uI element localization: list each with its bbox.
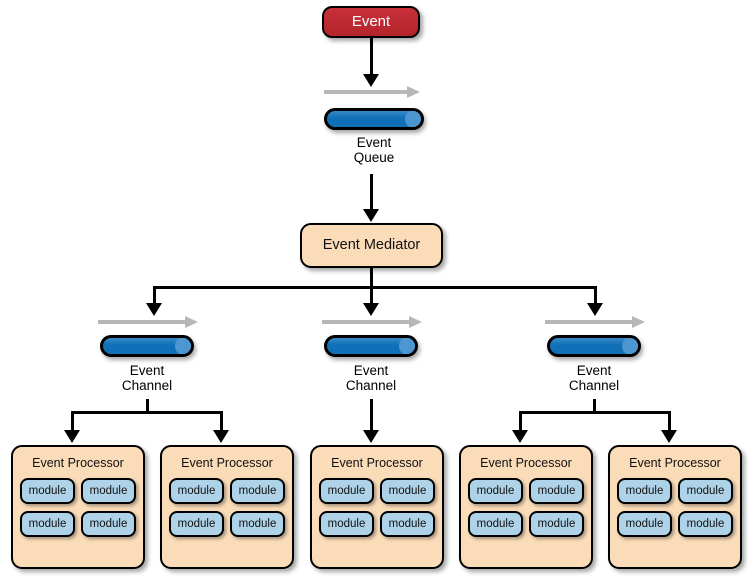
connector-event-to-queue (370, 38, 373, 76)
event-processor-3: Event Processor module module module mod… (310, 445, 444, 569)
module: module (617, 478, 672, 504)
module: module (319, 511, 374, 537)
connector-channel-3-stem (593, 399, 596, 413)
mediator-distribution-bus (153, 286, 597, 289)
module: module (380, 511, 435, 537)
module: module (319, 478, 374, 504)
event-mediator-node: Event Mediator (300, 223, 443, 268)
event-channel-1-cylinder-icon (100, 335, 194, 357)
event-processor-1-title: Event Processor (32, 456, 124, 470)
module: module (529, 478, 584, 504)
connector-channel-1-bus (71, 411, 223, 414)
bus-drop-channel-1 (153, 286, 156, 305)
connector-channel-1-to-processor-1 (71, 411, 74, 432)
module: module (617, 511, 672, 537)
module: module (169, 511, 224, 537)
bus-drop-channel-2 (370, 286, 373, 305)
event-processor-3-title: Event Processor (331, 456, 423, 470)
connector-channel-3-bus (519, 411, 671, 414)
arrowhead-queue-to-mediator (363, 209, 379, 222)
module: module (20, 511, 75, 537)
arrowhead-bus-to-channel-3 (587, 303, 603, 316)
connector-queue-to-mediator (370, 174, 373, 211)
connector-channel-1-to-processor-2 (220, 411, 223, 432)
bus-drop-channel-3 (594, 286, 597, 305)
event-node: Event (322, 6, 420, 38)
module: module (678, 511, 733, 537)
event-channel-2-label: Event Channel (345, 363, 397, 394)
event-processor-5-modules: module module module module (610, 478, 740, 545)
event-processor-2: Event Processor module module module mod… (160, 445, 294, 569)
event-processor-5: Event Processor module module module mod… (608, 445, 742, 569)
module: module (678, 478, 733, 504)
connector-channel-3-to-processor-5 (668, 411, 671, 432)
arrowhead-channel-1-to-processor-1 (64, 430, 80, 443)
module: module (230, 478, 285, 504)
event-processor-5-title: Event Processor (629, 456, 721, 470)
queue-flow-arrow-icon (324, 86, 420, 98)
event-queue-label: Event Queue (353, 135, 395, 166)
connector-channel-3-to-processor-4 (519, 411, 522, 432)
event-processor-2-title: Event Processor (181, 456, 273, 470)
connector-channel-2-to-processor-3 (370, 399, 373, 432)
arrowhead-bus-to-channel-2 (363, 303, 379, 316)
module: module (169, 478, 224, 504)
event-processor-4: Event Processor module module module mod… (459, 445, 593, 569)
channel-3-flow-arrow-icon (545, 316, 645, 328)
module: module (81, 478, 136, 504)
event-processor-1-modules: module module module module (13, 478, 143, 545)
event-node-label: Event (351, 13, 391, 31)
module: module (230, 511, 285, 537)
module: module (20, 478, 75, 504)
event-processor-4-title: Event Processor (480, 456, 572, 470)
module: module (468, 478, 523, 504)
arrowhead-channel-3-to-processor-5 (661, 430, 677, 443)
event-channel-3-label: Event Channel (568, 363, 620, 394)
channel-1-flow-arrow-icon (98, 316, 198, 328)
module: module (529, 511, 584, 537)
event-channel-3-cylinder-icon (547, 335, 641, 357)
event-channel-2-cylinder-icon (324, 335, 418, 357)
channel-2-flow-arrow-icon (322, 316, 422, 328)
arrowhead-channel-1-to-processor-2 (213, 430, 229, 443)
connector-mediator-to-bus (370, 268, 373, 288)
arrowhead-event-to-queue (363, 74, 379, 87)
arrowhead-bus-to-channel-1 (146, 303, 162, 316)
module: module (380, 478, 435, 504)
connector-channel-1-stem (146, 399, 149, 413)
event-mediator-label: Event Mediator (322, 236, 421, 253)
arrowhead-channel-2-to-processor-3 (363, 430, 379, 443)
event-processor-4-modules: module module module module (461, 478, 591, 545)
event-processor-2-modules: module module module module (162, 478, 292, 545)
event-processor-3-modules: module module module module (312, 478, 442, 545)
arrowhead-channel-3-to-processor-4 (512, 430, 528, 443)
event-processor-1: Event Processor module module module mod… (11, 445, 145, 569)
event-channel-1-label: Event Channel (121, 363, 173, 394)
module: module (468, 511, 523, 537)
module: module (81, 511, 136, 537)
event-queue-cylinder-icon (324, 108, 424, 130)
